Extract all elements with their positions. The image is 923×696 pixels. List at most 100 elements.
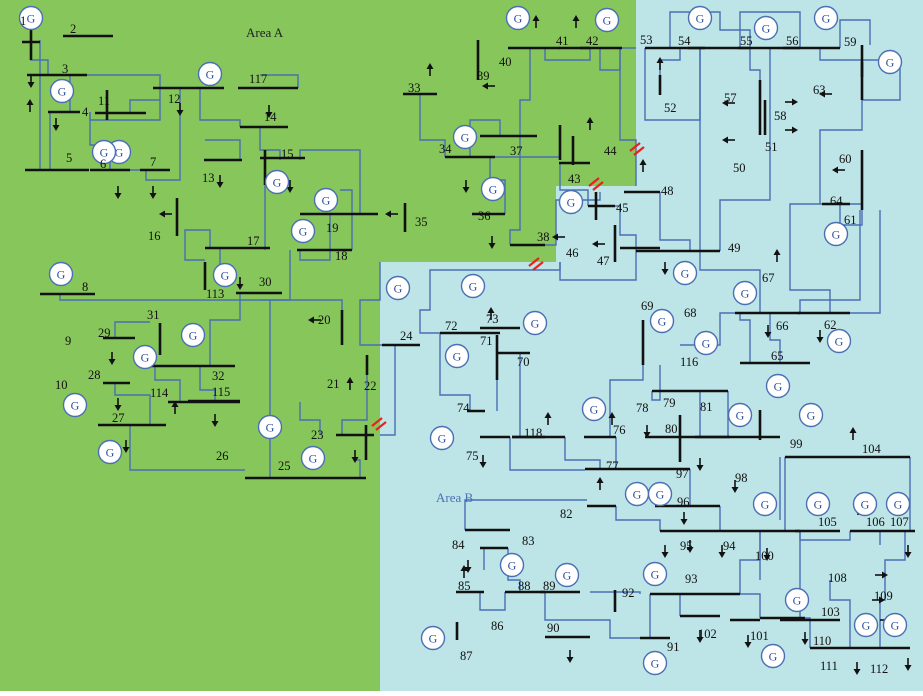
bus-label: 28 [88,368,101,382]
generator-unit: G [732,280,758,306]
load-arrow-head [108,359,116,365]
transmission-line [839,19,871,48]
load-arrow-head [159,210,165,218]
bus-label: 31 [147,308,160,322]
bus-label: 117 [249,72,267,86]
generator-unit: G [554,562,580,588]
generator-unit: G [882,612,908,638]
bus-label: 45 [616,201,629,215]
load-arrow-head [572,15,580,21]
bus-label: 54 [678,34,691,48]
load-arrow-head [853,669,861,675]
load-arrow-head [566,657,574,663]
bus-label: 20 [318,313,331,327]
generator-icon [727,402,753,428]
generator-symbol: G [266,421,275,435]
generator-icon [460,273,486,299]
bus-label: 14 [264,110,277,124]
generator-symbol: G [27,12,36,26]
generator-symbol: G [762,22,771,36]
generator-unit: G [852,491,878,517]
bus-label: 109 [874,589,893,603]
bus-label: 23 [311,428,324,442]
load-arrow-head [661,269,669,275]
generator-icon [385,275,411,301]
bus-label: 50 [733,161,746,175]
tie-line-cut [588,177,604,191]
generator-symbol: G [761,498,770,512]
transmission-line [740,593,761,618]
transmission-line [509,136,521,245]
bus-label: 70 [517,355,530,369]
bus-label: 69 [641,299,654,313]
transmission-line [619,48,637,186]
generator-unit: G [753,15,779,41]
bus-label: 35 [415,215,428,229]
transmission-line [199,366,216,402]
bus-label: 9 [65,334,71,348]
bus-label: 82 [560,507,573,521]
transmission-line [699,48,761,313]
generator-symbol: G [658,315,667,329]
load-arrow-head [532,15,540,21]
generator-symbol: G [71,399,80,413]
bus-label: 66 [776,319,789,333]
generator-symbol: G [822,12,831,26]
load-arrow-head [27,82,35,88]
generator-symbol: G [100,146,109,160]
generator-unit: G [429,425,455,451]
generator-unit: G [522,310,548,336]
transmission-line [380,345,396,436]
bus-label: 60 [839,152,852,166]
bus-label: 113 [206,287,224,301]
bus-label: 100 [755,549,774,563]
generator-unit: G [313,187,339,213]
load-arrow-head [346,377,354,383]
bus-label: 1 [20,14,26,28]
load-arrow-head [661,552,669,558]
transmission-line [209,293,241,366]
transmission-line [145,88,181,181]
transmission-line [59,250,291,301]
cut-stroke [633,146,645,156]
tie-line-cut-markers [371,142,645,431]
transmission-line [559,251,637,281]
bus-label: 101 [750,629,769,643]
area-a-label: Area A [246,25,284,40]
generator-icon [48,261,74,287]
generator-unit: G [97,439,123,465]
bus-label: 80 [665,422,678,436]
generator-unit: G [813,5,839,31]
transmission-line [749,48,761,80]
generator-symbol: G [891,619,900,633]
bus-label: 102 [698,627,717,641]
bus-label: 116 [680,355,698,369]
bus-label: 13 [202,171,215,185]
generator-icon [429,425,455,451]
bus-label: 108 [828,571,847,585]
generator-icon [784,587,810,613]
generator-icon [444,343,470,369]
bus-label: 91 [667,640,680,654]
bus-label: 38 [537,230,550,244]
bus-label: 99 [790,437,803,451]
bus-label: 76 [613,423,626,437]
bus-label: 81 [700,400,713,414]
generator-unit: G [48,261,74,287]
generator-unit: G [805,491,831,517]
load-arrow-head [462,187,470,193]
bus-label: 67 [762,271,775,285]
generator-unit: G [727,402,753,428]
bus-label: 27 [112,411,125,425]
bus-label: 93 [685,572,698,586]
bus-label: 24 [400,329,413,343]
bus-label: 98 [735,471,748,485]
load-arrow-head [487,307,495,313]
load-arrow-head [460,565,468,571]
cut-stroke [375,421,387,431]
transmission-line [669,11,751,48]
generator-unit: G [180,322,206,348]
generator-unit: G [594,7,620,33]
bus-label: 62 [824,318,837,332]
